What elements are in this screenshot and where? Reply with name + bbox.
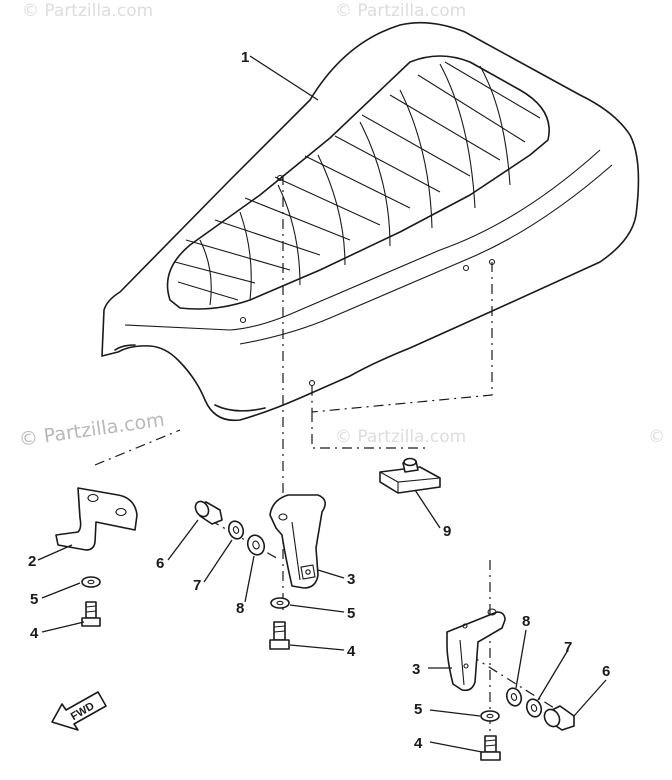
- watermark-faint-middle: © Partzilla.com: [335, 427, 466, 447]
- right-bolt: [480, 735, 501, 761]
- left-bracket: [55, 487, 138, 551]
- center-lockwasher: [227, 520, 245, 540]
- center-flatwasher: [246, 534, 266, 556]
- watermark-faint-top-center: © Partzilla.com: [335, 1, 466, 21]
- callout-right-bracket: 3: [412, 661, 420, 678]
- callout-center-bolt: 4: [347, 643, 356, 660]
- callout-center-washer: 5: [347, 605, 355, 622]
- right-screw: [543, 705, 575, 731]
- callout-right-bolt: 4: [414, 735, 423, 752]
- seat-mount-hole: [308, 379, 316, 387]
- left-bolt: [81, 601, 101, 627]
- callout-right-flatwasher: 8: [522, 613, 530, 630]
- callout-center-screw: 6: [156, 555, 164, 572]
- callout-left-bracket: 2: [28, 553, 36, 570]
- callout-left-bolt: 4: [30, 625, 39, 642]
- callout-numbers: 1 2 5 4 6 7 8 3 5 4 9 3 5 4 8 7 6: [28, 49, 610, 752]
- callout-right-lockwasher: 7: [564, 639, 572, 656]
- callout-left-washer: 5: [30, 591, 38, 608]
- seat-mount-hole: [462, 264, 470, 272]
- callout-right-washer: 5: [414, 701, 422, 718]
- callout-center-flatwasher: 8: [236, 600, 244, 617]
- right-bracket: [446, 608, 506, 692]
- seat-mount-hole: [239, 316, 247, 324]
- callout-center-bracket: 3: [347, 571, 355, 588]
- center-bracket: [269, 494, 326, 589]
- seat: [101, 21, 640, 422]
- watermark-faint-top-left: © Partzilla.com: [22, 1, 153, 21]
- right-flatwasher: [505, 687, 523, 707]
- right-washer: [480, 710, 500, 722]
- center-washer: [270, 597, 290, 609]
- left-washer: [81, 576, 101, 588]
- seat-quilted-padding: [166, 55, 550, 310]
- nut-plate: [379, 457, 441, 494]
- watermark-faint-right: © Partzilla.com: [648, 427, 672, 447]
- center-bolt: [269, 621, 290, 650]
- callout-seat: 1: [241, 49, 249, 66]
- right-lockwasher: [525, 698, 543, 718]
- leader-lines: [37, 55, 607, 753]
- forward-direction-arrow: FWD: [51, 691, 107, 731]
- callout-right-screw: 6: [602, 663, 610, 680]
- callout-center-lockwasher: 7: [193, 577, 201, 594]
- callout-nut-plate: 9: [443, 523, 451, 540]
- center-screw: [194, 500, 223, 525]
